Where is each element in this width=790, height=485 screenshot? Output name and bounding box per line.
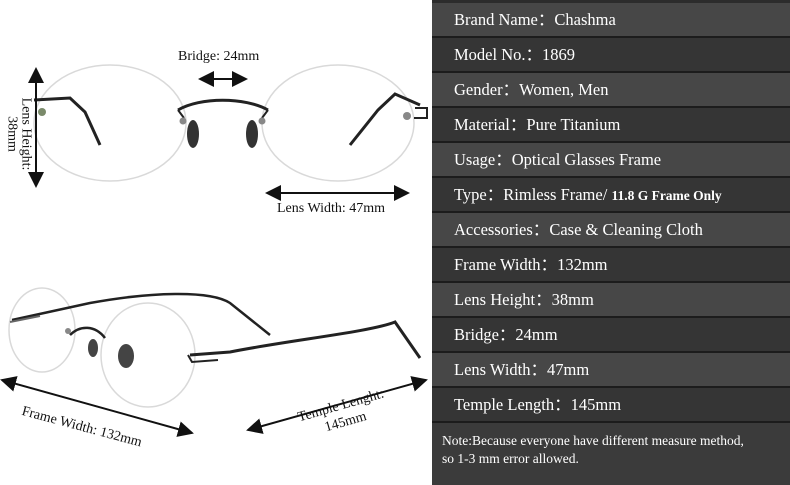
- spec-label: Model No.：: [454, 45, 542, 64]
- spec-row: Lens Width：47mm: [432, 353, 790, 388]
- frame-width-arrow: [0, 376, 194, 437]
- spec-row: Accessories：Case & Cleaning Cloth: [432, 213, 790, 248]
- front-view: [33, 64, 428, 182]
- spec-row: Material：Pure Titanium: [432, 108, 790, 143]
- spec-value: Optical Glasses Frame: [511, 150, 662, 169]
- spec-label: Accessories：: [454, 220, 550, 239]
- spec-row: Lens Height：38mm: [432, 283, 790, 318]
- spec-label: Type：: [454, 185, 504, 204]
- right-temple: [348, 92, 421, 146]
- spec-value: 47mm: [546, 360, 590, 379]
- left-lens: [33, 64, 187, 182]
- spec-row: Usage：Optical Glasses Frame: [432, 143, 790, 178]
- spec-label: Bridge：: [454, 325, 516, 344]
- glasses-illustration: [0, 64, 428, 437]
- spec-row: Gender：Women, Men: [432, 73, 790, 108]
- angled-temple-front: [189, 320, 422, 359]
- left-temple: [33, 96, 102, 146]
- spec-row: Temple Length：145mm: [432, 388, 790, 423]
- lens-height-dimension-label: Lens Height: 38mm: [4, 97, 34, 171]
- nose-pad-right: [246, 120, 258, 148]
- lens-height-label-line1: Lens Height:: [18, 97, 34, 171]
- spec-value: 132mm: [557, 255, 608, 274]
- spec-label: Lens Width：: [454, 360, 547, 379]
- spec-label: Frame Width：: [454, 255, 558, 274]
- spec-value: 24mm: [515, 325, 558, 344]
- lens-width-dimension-label: Lens Width: 47mm: [277, 201, 386, 216]
- spec-value: 38mm: [551, 290, 594, 309]
- angled-temple-back: [11, 292, 271, 336]
- spec-row: Model No.：1869: [432, 38, 790, 73]
- spec-value: Case & Cleaning Cloth: [549, 220, 703, 239]
- spec-label: Material：: [454, 115, 527, 134]
- spec-value: Pure Titanium: [526, 115, 621, 134]
- spec-value: 145mm: [570, 395, 622, 414]
- spec-label: Usage：: [454, 150, 512, 169]
- temple-length-arrow: [246, 376, 428, 434]
- angled-lens-left: [8, 287, 76, 373]
- angled-bridge: [69, 326, 106, 339]
- bridge-bar: [177, 98, 269, 112]
- spec-row: Brand Name：Chashma: [432, 3, 790, 38]
- side-view: [8, 287, 422, 408]
- nose-pad-left: [187, 120, 199, 148]
- spec-label: Lens Height：: [454, 290, 552, 309]
- spec-label: Temple Length：: [454, 395, 571, 414]
- spec-value: Chashma: [554, 10, 616, 29]
- spec-label: Gender：: [454, 80, 520, 99]
- angled-lens-right: [100, 302, 196, 408]
- note-line-2: so 1-3 mm error allowed.: [442, 451, 579, 466]
- spec-value: Rimless Frame/: [503, 185, 612, 204]
- note-box: Note:Because everyone have different mea…: [432, 423, 790, 485]
- spec-value: 1869: [542, 45, 575, 64]
- lens-height-label-line2: 38mm: [4, 116, 20, 152]
- spec-value: Women, Men: [519, 80, 609, 99]
- spec-row: Type：Rimless Frame/ 11.8 G Frame Only: [432, 178, 790, 213]
- bridge-dimension-label: Bridge: 24mm: [178, 49, 260, 64]
- spec-label: Brand Name：: [454, 10, 555, 29]
- spec-row: Frame Width：132mm: [432, 248, 790, 283]
- product-diagram: Bridge: 24mm Lens Height: 38mm Lens Widt…: [0, 49, 428, 450]
- note-line-1: Note:Because everyone have different mea…: [442, 433, 744, 448]
- spec-value-bold: 11.8 G Frame Only: [611, 188, 722, 203]
- spec-row: Bridge：24mm: [432, 318, 790, 353]
- right-lens: [261, 64, 415, 182]
